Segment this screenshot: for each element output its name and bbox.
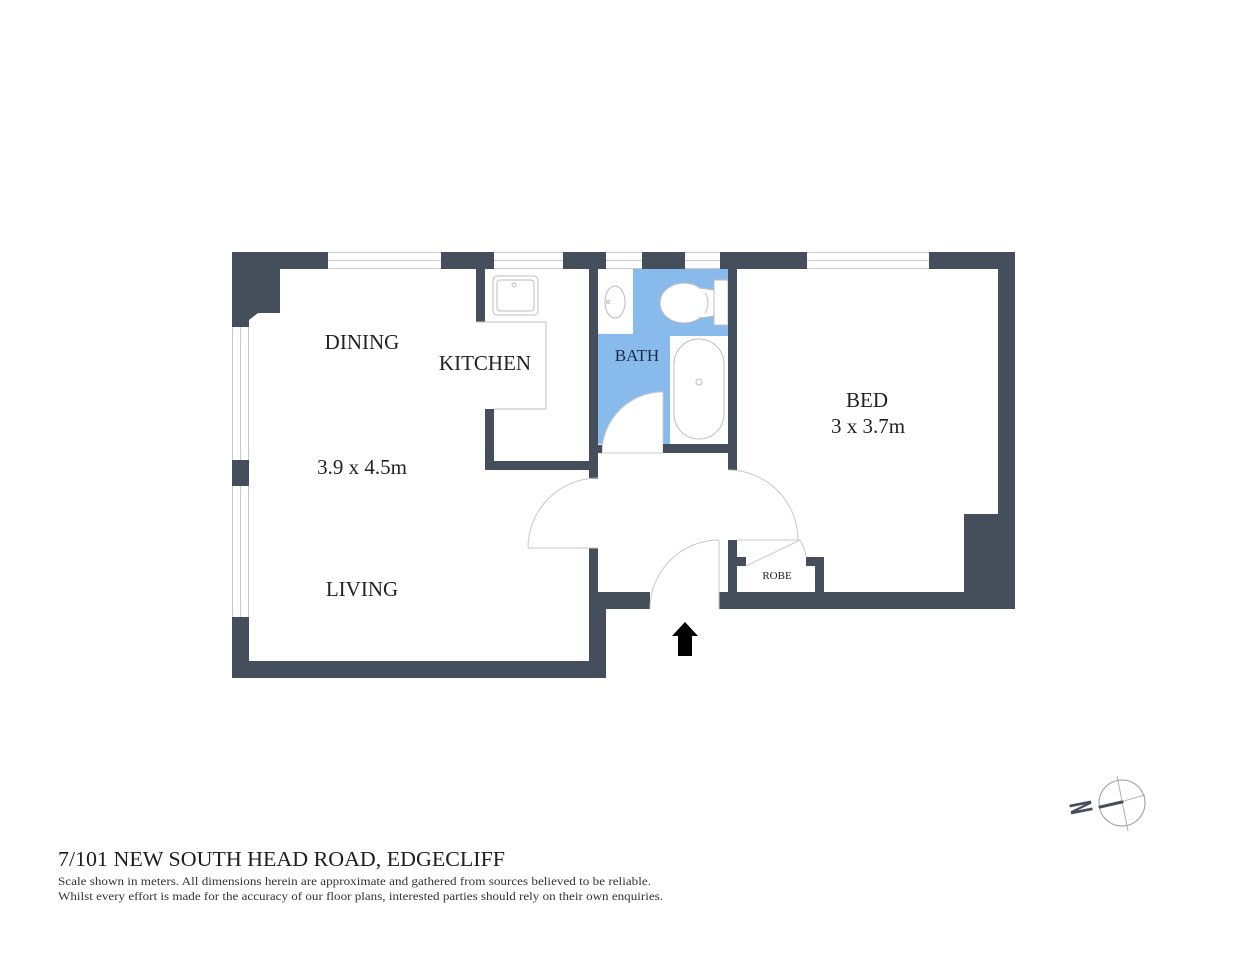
room-label-bath: BATH [615, 346, 659, 365]
windows [232, 252, 929, 617]
compass-north-icon: N [1063, 775, 1146, 832]
disclaimer-line-2: Whilst every effort is made for the accu… [58, 891, 663, 903]
compass-north-label: N [1063, 798, 1100, 817]
disclaimer-line-1: Scale shown in meters. All dimensions he… [58, 876, 651, 888]
bathroom-area [598, 269, 729, 454]
window-dining-top [328, 252, 441, 269]
basin-icon [604, 285, 626, 319]
room-dimensions-living-dining: 3.9 x 4.5m [317, 455, 407, 479]
room-label-kitchen: KITCHEN [439, 351, 531, 375]
living-door-swing [527, 477, 599, 549]
robe-door [745, 539, 807, 567]
entry-door-swing [649, 539, 720, 610]
doors [527, 469, 807, 610]
arrow-up-icon [672, 622, 698, 656]
window-bath-top-1 [606, 252, 642, 269]
room-label-bed: BED [846, 388, 888, 412]
window-left-lower [232, 486, 249, 617]
window-bed-top [807, 252, 929, 269]
bed-door-swing [727, 469, 800, 541]
toilet-icon [659, 279, 729, 326]
kitchen-fixtures [476, 275, 547, 410]
kitchen-counter [476, 321, 547, 410]
room-label-robe: ROBE [762, 570, 792, 582]
room-label-living: LIVING [326, 577, 398, 601]
sink-icon [492, 275, 539, 316]
window-kitchen-top [494, 252, 563, 269]
window-bath-top-2 [685, 252, 720, 269]
bath-door-swing [601, 391, 664, 454]
walls [232, 252, 1015, 678]
room-label-dining: DINING [325, 330, 400, 354]
room-dimensions-bed: 3 x 3.7m [831, 414, 905, 438]
window-left-upper [232, 327, 249, 460]
property-address: 7/101 NEW SOUTH HEAD ROAD, EDGECLIFF [58, 847, 505, 871]
bathtub-icon [670, 336, 728, 444]
bed-closet-block [964, 514, 998, 592]
